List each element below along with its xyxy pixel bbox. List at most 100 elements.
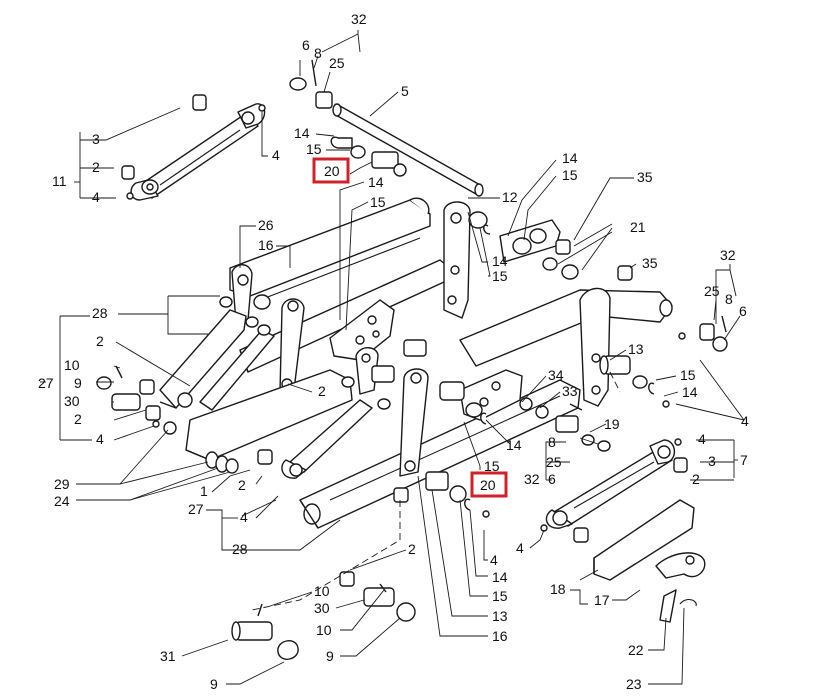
callout-32: 32 [720,247,736,263]
pin-set-lower-left [231,571,416,660]
callout-20-highlighted: 20 [480,477,496,493]
callout-35: 35 [642,255,658,271]
callout-4: 4 [516,540,524,556]
callout-5: 5 [401,83,409,99]
callout-4: 4 [741,413,749,429]
callout-14: 14 [562,150,578,166]
callout-4: 4 [92,189,100,205]
callout-4: 4 [96,431,104,447]
callout-labels: 32 6 8 25 5 3 2 11 4 4 14 15 20 14 15 12… [38,11,749,692]
callout-21: 21 [630,219,646,235]
bracket-plate-right [439,369,611,452]
callout-25: 25 [329,55,345,71]
cylinder-assembly-11 [121,94,266,201]
callout-26: 26 [258,217,274,233]
alignment-dashes [251,371,621,611]
callout-9: 9 [74,375,82,391]
callout-15: 15 [484,458,500,474]
callout-6: 6 [739,303,747,319]
callout-4: 4 [240,509,248,525]
callout-10: 10 [64,357,80,373]
highlight-box-20-top [312,157,350,184]
callout-11: 11 [52,173,67,189]
bushing-25-top [289,59,333,109]
callout-9: 9 [326,648,334,664]
bracket-17 [593,499,695,581]
callout-2: 2 [318,383,326,399]
callout-2: 2 [692,471,700,487]
callout-29: 29 [54,476,70,492]
lower-carrier [185,339,427,479]
leader-lines [40,30,745,685]
callout-31: 31 [160,648,176,664]
highlight-box-20-bottom [470,471,508,498]
lower-link-beam [459,287,673,407]
callout-15: 15 [370,194,386,210]
callout-6: 6 [302,37,310,53]
clip-and-washer-top [330,136,407,177]
shaft-5 [332,103,484,197]
callout-15: 15 [306,141,322,157]
callout-1: 1 [200,483,208,499]
pin-13-upper [599,355,670,408]
callout-28: 28 [92,305,108,321]
callout-30: 30 [314,600,330,616]
callout-16: 16 [492,628,508,644]
pin-set-left [96,365,177,435]
cylinder-assembly-7 [540,438,688,543]
callout-2: 2 [238,477,246,493]
callout-25: 25 [546,454,562,470]
callout-15: 15 [680,367,696,383]
vertical-plate-12 [443,201,471,319]
callout-32: 32 [351,11,367,27]
callout-13: 13 [628,341,644,357]
callout-2: 2 [92,159,100,175]
callout-23: 23 [626,676,642,692]
callout-4: 4 [490,552,498,568]
callout-14: 14 [492,569,508,585]
callout-14: 14 [506,437,522,453]
callout-14: 14 [368,174,384,190]
callout-13: 13 [492,608,508,624]
callout-35: 35 [637,169,653,185]
callout-14: 14 [294,125,310,141]
callout-15: 15 [492,588,508,604]
callout-17: 17 [594,592,610,608]
callout-8: 8 [314,45,322,61]
callout-2: 2 [408,541,416,557]
callout-8: 8 [725,291,733,307]
callout-33: 33 [562,383,578,399]
callout-6: 6 [548,471,556,487]
callout-4: 4 [698,431,706,447]
main-lower-beam [299,379,581,529]
callout-2: 2 [96,333,104,349]
callout-10: 10 [316,622,332,638]
callout-3: 3 [92,131,100,147]
callout-18: 18 [550,581,566,597]
vertical-link-lower [393,368,490,518]
callout-28: 28 [232,541,248,557]
callout-30: 30 [64,393,80,409]
callout-12: 12 [502,189,518,205]
callout-20-highlighted: 20 [324,163,340,179]
callout-10: 10 [314,583,330,599]
hook-part [655,552,706,579]
callout-15: 15 [492,268,508,284]
callout-16: 16 [258,237,274,253]
callout-15: 15 [562,167,578,183]
crossbar-right [468,211,633,281]
callout-7: 7 [740,452,748,468]
callout-14: 14 [492,253,508,269]
callout-27: 27 [38,375,54,391]
callout-9: 9 [210,676,218,692]
callout-27: 27 [188,501,204,517]
callout-3: 3 [708,453,716,469]
callout-2: 2 [74,411,82,427]
callout-19: 19 [604,416,620,432]
callout-4: 4 [272,147,280,163]
callout-22: 22 [628,642,644,658]
callout-25: 25 [704,283,720,299]
callout-14: 14 [682,384,698,400]
